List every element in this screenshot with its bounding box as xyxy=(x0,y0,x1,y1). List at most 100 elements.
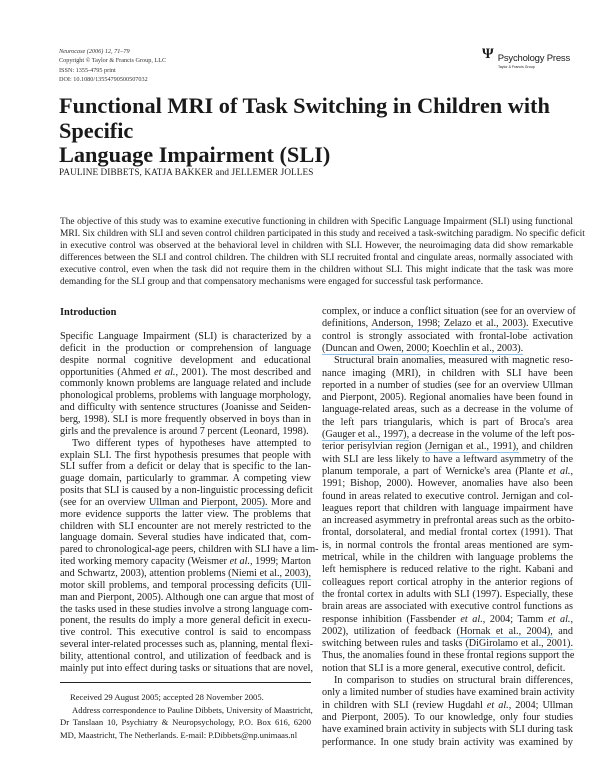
text-segment: More and xyxy=(267,496,311,508)
text-line: bility, attentional control, and utiliza… xyxy=(60,651,311,662)
text-segment: language domain. Several studies have in… xyxy=(60,532,311,544)
text-line: leagues report that children with langua… xyxy=(322,503,573,514)
paper-title: Functional MRI of Task Switching in Chil… xyxy=(59,93,579,168)
title-line: Functional MRI of Task Switching in Chil… xyxy=(59,93,550,143)
text-segment: brain areas are associated with executiv… xyxy=(322,601,573,613)
text-line: 1991; Bishop, 2000). However, anomalies … xyxy=(322,478,573,489)
citation-link[interactable]: Ullman and Pierpont, 2005). xyxy=(149,496,268,509)
text-segment: ponent, the results do imply a more gene… xyxy=(60,615,311,627)
text-line: the tasks used in these studies involve … xyxy=(60,604,312,615)
italic-text: et al. xyxy=(486,699,509,711)
text-segment: berg, 1998). SLI is more frequently obse… xyxy=(60,413,311,425)
journal-citation: Neurocase (2006) 12, 71–79 xyxy=(59,48,130,55)
text-line: opportunities (Ahmed et al., 2001). The … xyxy=(60,367,311,378)
text-line: berg, 1998). SLI is more frequently obse… xyxy=(60,414,311,425)
text-segment: tive control. This executive control is … xyxy=(60,627,311,639)
text-line: with SLI are less likely to have a leftw… xyxy=(322,454,573,465)
text-line: reported in a number of studies (see for… xyxy=(322,380,573,391)
text-segment: opportunities (Ahmed xyxy=(60,366,155,378)
text-segment: more evidence supports the latter view. … xyxy=(60,508,311,520)
text-line: the frontal cortex in adults with SLI (1… xyxy=(322,589,573,600)
text-line: frontal, dorsolateral, and medial fronta… xyxy=(322,527,573,538)
text-line: language domain. Several studies have in… xyxy=(60,532,311,543)
text-segment: frontal, dorsolateral, and medial fronta… xyxy=(322,527,573,539)
text-segment: only a limited number of studies have ex… xyxy=(322,687,575,699)
text-segment: the frontal cortex in adults with SLI (1… xyxy=(322,588,573,600)
text-segment: Structural brain anomalies, measured wit… xyxy=(334,355,573,367)
text-segment: control is strongly associated with fron… xyxy=(322,330,573,342)
text-line: only a limited number of studies have ex… xyxy=(322,687,575,699)
text-line: and Pierpont, 2005). Regional anomalies … xyxy=(322,392,573,403)
text-segment: leagues report that children with langua… xyxy=(322,502,573,514)
text-segment: children with SLI encounter are not mere… xyxy=(60,520,311,532)
text-line: mainly put into effect during tasks or s… xyxy=(60,662,314,674)
text-segment: have examined brain activity in subjects… xyxy=(322,724,573,736)
text-line: deficit in the production or comprehensi… xyxy=(60,343,311,354)
text-segment: reported in a number of studies (see for… xyxy=(322,379,573,391)
text-segment: man and Pierpont, 2005). Although one ca… xyxy=(60,591,314,603)
footnote-line: Dr Tanslaan 10, Psychiatry & Neuropsycho… xyxy=(60,717,311,728)
text-line: notion that SLI is a more general, execu… xyxy=(322,663,573,674)
text-segment: , 1999; Marton xyxy=(250,556,311,568)
text-line: found in areas related to executive cont… xyxy=(322,491,573,502)
text-line: and difficulty with sentence structures … xyxy=(60,402,311,413)
citation-link[interactable]: (Gauger et al., 1997), xyxy=(322,429,410,441)
text-segment: is, in normal controls the frontal areas… xyxy=(322,539,573,551)
text-segment: notion that SLI is a more general, execu… xyxy=(322,662,566,674)
text-segment: in children with SLI (review Hugdahl xyxy=(322,699,487,711)
citation-link[interactable]: (Niemi et al., 2003), xyxy=(228,568,311,580)
text-segment: definitions, xyxy=(322,318,372,330)
text-line: more evidence supports the latter view. … xyxy=(60,509,311,520)
text-segment: language-related areas, such as a decrea… xyxy=(322,404,573,416)
text-line: (Duncan and Owen, 2000; Koechlin et al.,… xyxy=(322,342,573,355)
text-line: several inter-related processes such as,… xyxy=(60,639,313,650)
abstract-line: demanding for the SLI group and that com… xyxy=(60,276,484,287)
text-line: despite normal cognitive development and… xyxy=(60,355,311,366)
abstract-line: executive control, even when the task di… xyxy=(60,264,573,275)
text-segment: and Pierpont, 2005). Regional anomalies … xyxy=(322,392,573,404)
text-segment: response inhibition (Fassbender xyxy=(322,613,461,625)
text-line: Specific Language Impairment (SLI) is ch… xyxy=(60,331,311,342)
italic-text: et al. xyxy=(548,613,571,625)
text-segment: phonological problems, problems with lan… xyxy=(60,390,311,402)
publisher-logo: Ψ Psychology Press Taylor & Francis Grou… xyxy=(482,46,571,70)
text-segment: commonly known problems are language rel… xyxy=(60,378,311,390)
text-segment: ited working memory capacity (Weismer xyxy=(60,556,230,568)
journal-metadata: Neurocase (2006) 12, 71–79 Copyright © T… xyxy=(59,47,166,84)
text-segment: left hemisphere is reduced relative to t… xyxy=(322,564,573,576)
copyright: Copyright © Taylor & Francis Group, LLC xyxy=(59,57,167,65)
text-segment: planum temporale, a part of Wernicke's a… xyxy=(322,465,549,477)
text-segment: SLI suffer from a deficit or delay that … xyxy=(60,461,311,473)
text-segment: metrical, while in the children with lan… xyxy=(322,552,573,563)
citation-link[interactable]: Anderson, 1998; Zelazo et al., 2003). xyxy=(371,318,529,331)
abstract-line: The objective of this study was to exami… xyxy=(60,217,573,227)
text-segment: mainly put into effect during tasks or s… xyxy=(60,662,314,674)
psi-logo-icon: Ψ xyxy=(482,46,494,62)
text-segment: Thus, the anomalies found in these front… xyxy=(322,650,575,662)
text-line: is, in normal controls the frontal areas… xyxy=(322,540,573,551)
text-segment: guage domain, particularly to grammar. A… xyxy=(60,473,311,485)
text-segment: the left pars triangularis, which is par… xyxy=(322,416,573,428)
text-line: Structural brain anomalies, measured wit… xyxy=(322,355,573,366)
citation-link[interactable]: (Jernigan et al., 1991), xyxy=(424,441,519,454)
text-line: terior perisylvian region (Jernigan et a… xyxy=(322,441,573,454)
abstract-line: in executive control was observed at the… xyxy=(60,240,573,251)
text-line: tive control. This executive control is … xyxy=(60,627,311,638)
citation-link[interactable]: (Hornak et al., 2004), xyxy=(456,625,553,638)
footnote-divider xyxy=(60,682,311,683)
publisher-name: Psychology Press xyxy=(497,53,571,64)
italic-text: et al. xyxy=(548,465,571,477)
text-segment: girls and the prevalence is around 7 per… xyxy=(60,425,309,437)
doi: DOI: 10.1080/13554790500507032 xyxy=(59,75,148,83)
text-segment: 1991; Bishop, 2000). However, anomalies … xyxy=(322,478,573,490)
citation-link[interactable]: (DiGirolamo et al., 2001). xyxy=(465,638,573,651)
italic-text: et al. xyxy=(460,613,483,625)
issn: ISSN: 1355-4795 print xyxy=(59,66,116,74)
text-line: response inhibition (Fassbender et al., … xyxy=(322,614,573,625)
text-line: ponent, the results do imply a more gene… xyxy=(60,615,311,626)
abstract-line: differences between the SLI and control … xyxy=(60,252,573,263)
text-line: (see for an overview Ullman and Pierpont… xyxy=(60,496,311,509)
text-segment: In comparison to studies on structural b… xyxy=(334,675,573,686)
citation-link[interactable]: (Duncan and Owen, 2000; Koechlin et al.,… xyxy=(322,342,524,355)
text-segment: complex, or induce a conflict situation … xyxy=(322,306,576,317)
